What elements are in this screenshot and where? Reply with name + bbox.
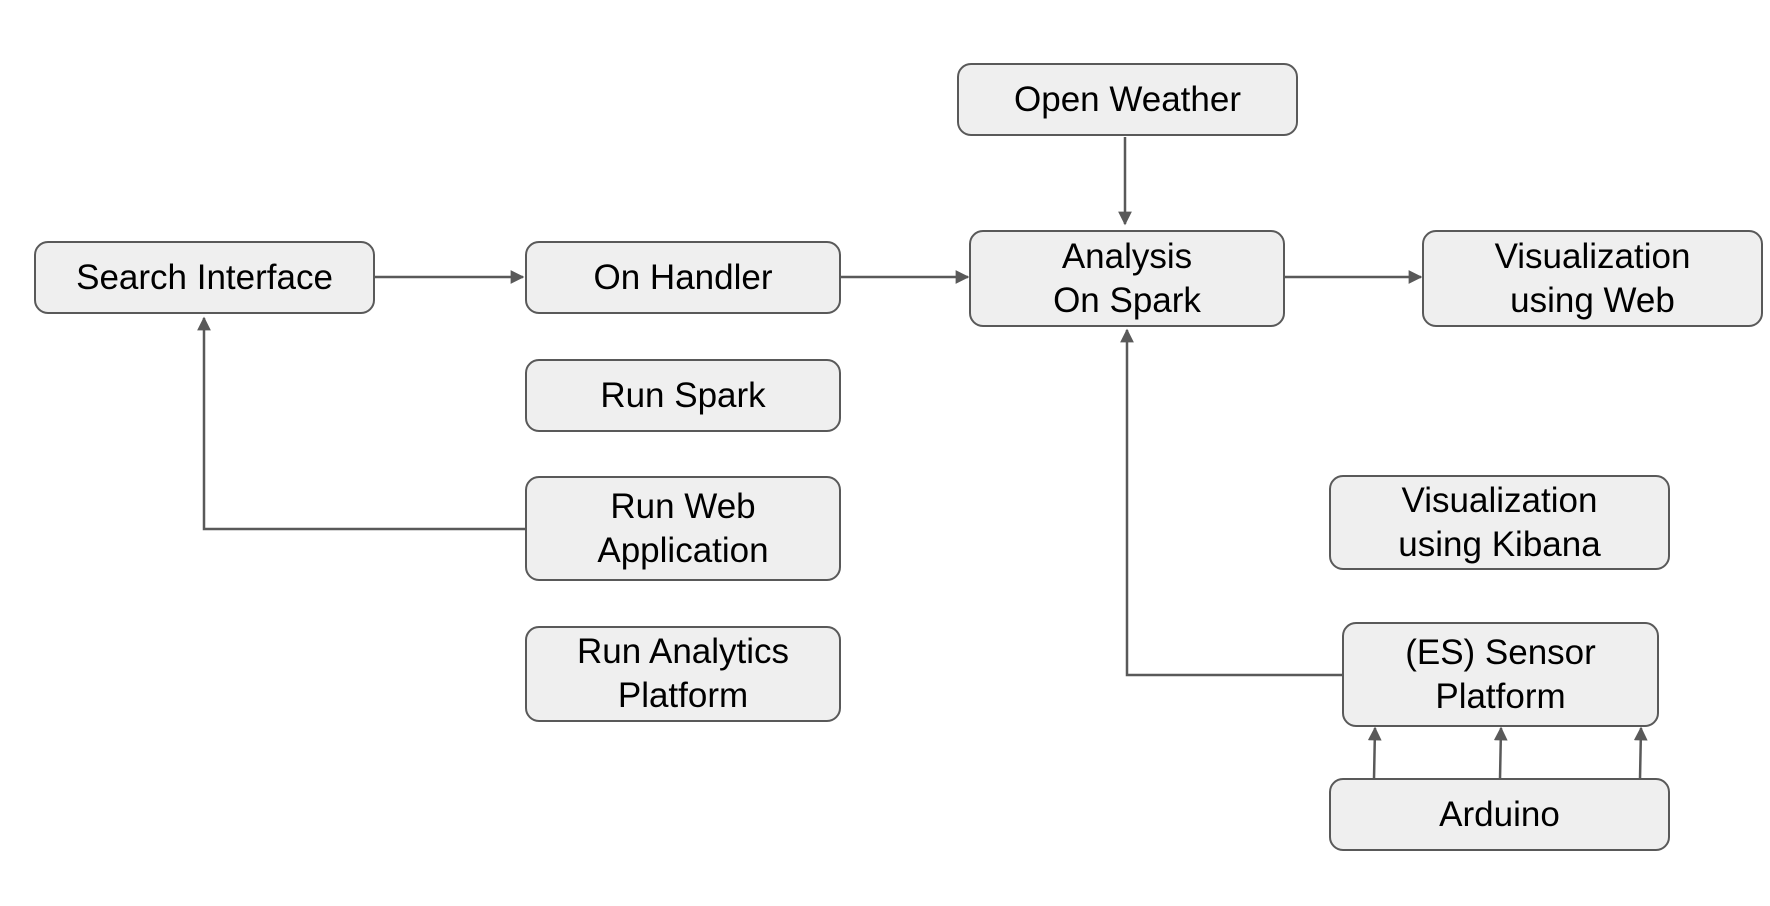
edge-arduino-to-sensor-platform-right (1633, 726, 1648, 780)
node-run-web-application: Run Web Application (525, 476, 841, 581)
edge-run-web-application-to-search-interface (197, 316, 526, 531)
node-search-interface: Search Interface (34, 241, 375, 314)
node-run-web-application-label: Run Web Application (597, 486, 769, 570)
node-run-spark: Run Spark (525, 359, 841, 432)
node-arduino-label: Arduino (1439, 794, 1560, 834)
node-run-analytics-platform: Run Analytics Platform (525, 626, 841, 722)
node-arduino: Arduino (1329, 778, 1670, 851)
edge-sensor-platform-to-analysis (1120, 328, 1343, 677)
node-open-weather-label: Open Weather (1014, 79, 1241, 119)
node-search-interface-label: Search Interface (76, 257, 333, 297)
node-on-handler: On Handler (525, 241, 841, 314)
edge-arduino-to-sensor-platform-center (1493, 726, 1508, 780)
node-run-spark-label: Run Spark (600, 375, 766, 415)
node-analysis-on-spark-label: Analysis On Spark (1053, 236, 1201, 320)
edge-arduino-to-sensor-platform-left (1367, 726, 1382, 780)
node-analysis-on-spark: Analysis On Spark (969, 230, 1285, 327)
node-es-sensor-platform: (ES) Sensor Platform (1342, 622, 1659, 727)
node-es-sensor-platform-label: (ES) Sensor Platform (1405, 632, 1596, 716)
node-open-weather: Open Weather (957, 63, 1298, 136)
node-visualization-web: Visualization using Web (1422, 230, 1763, 327)
node-run-analytics-platform-label: Run Analytics Platform (576, 632, 790, 715)
node-on-handler-label: On Handler (593, 257, 773, 297)
node-visualization-kibana: Visualization using Kibana (1329, 475, 1670, 570)
node-visualization-kibana-label: Visualization using Kibana (1398, 480, 1601, 564)
node-visualization-web-label: Visualization using Web (1494, 236, 1691, 320)
